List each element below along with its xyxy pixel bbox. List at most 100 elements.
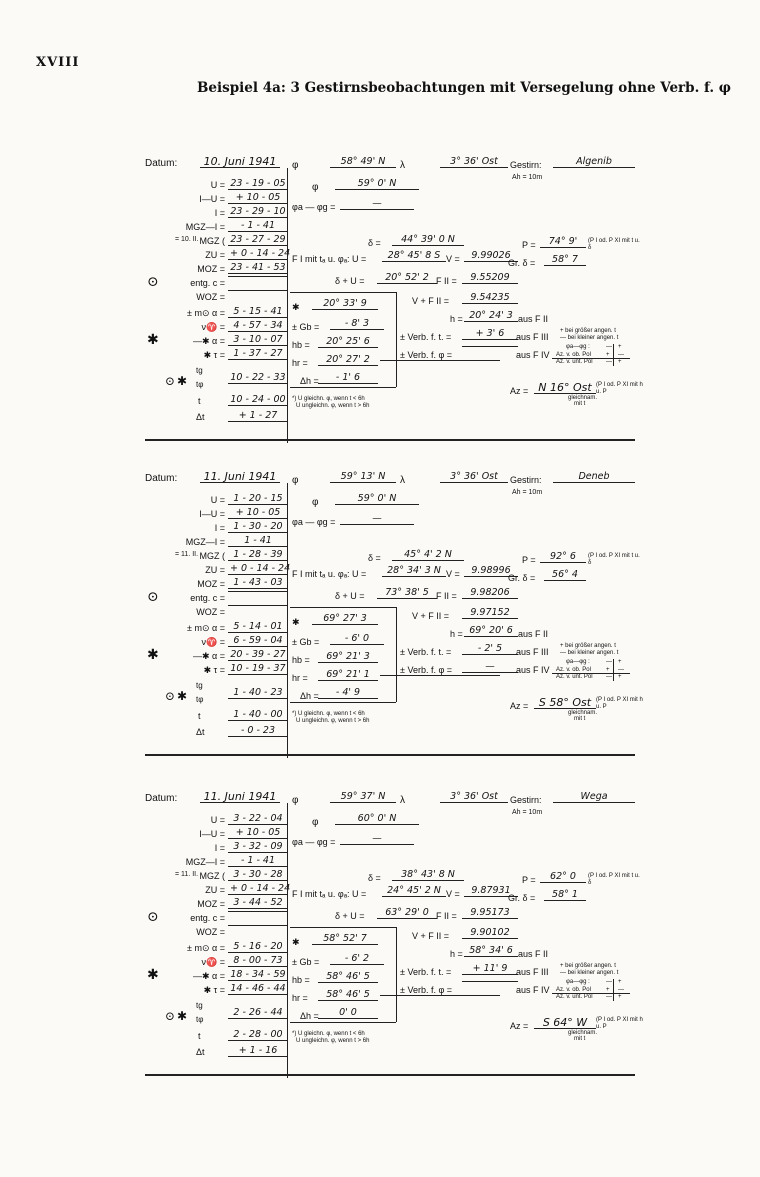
arrow-line — [380, 995, 500, 996]
dh-label: Δh = — [300, 1011, 319, 1021]
verb-fphi-label: ± Verb. f. φ = — [400, 985, 453, 995]
pmalpha-value: 5 - 16 - 20 — [228, 941, 288, 953]
datum-value: 10. Juni 1941 — [200, 156, 280, 168]
mit-t: mit t — [574, 1036, 586, 1042]
hb-label: hb = — [292, 655, 310, 665]
starbox-label: ✱ — [292, 302, 300, 312]
h-value: 20° 24' 3 — [464, 310, 518, 322]
ts-top: tg — [196, 681, 203, 690]
ah-label: Ah = 10m — [512, 809, 543, 816]
star-symbol: ✱ — [147, 332, 159, 348]
fii-label: F II = — [436, 276, 457, 286]
i-value: 3 - 32 - 09 — [228, 841, 288, 853]
gestirn-value: Wega — [553, 791, 635, 803]
woz-value — [228, 925, 288, 926]
sign-minus-b: — — [618, 987, 624, 993]
lambda-label: λ — [400, 795, 405, 806]
ah-label: Ah = 10m — [512, 489, 543, 496]
minusalpha-label: —✱ α = — [192, 971, 225, 981]
mgzi-value: 1 - 41 — [228, 535, 288, 547]
bei-kleiner: — bei kleiner angen. t — [560, 650, 619, 656]
gb-value: - 6' 0 — [330, 633, 384, 645]
phia-minus-phig: φa—φg : — [566, 344, 590, 350]
zu-label: ZU = — [205, 885, 225, 895]
gb-label: ± Gb = — [292, 637, 320, 647]
delta-plus-u-value: 20° 52' 2 — [377, 272, 437, 284]
grdelta-label: Gr. δ = — [508, 573, 536, 583]
sign-minus-c: — — [606, 994, 612, 1000]
lambda-label: λ — [400, 475, 405, 486]
fi-label: F I mit tₐ u. φₐ: U = — [292, 569, 367, 579]
mgz-label: MGZ ( — [199, 871, 226, 881]
aus-fiv-label: aus F IV — [516, 985, 550, 995]
v-label: V = — [446, 569, 460, 579]
zu-value: + 0 - 14 - 24 — [228, 883, 291, 895]
vgamma-label: ν♈ = — [201, 637, 225, 647]
sun-star-symbol-b: ✱ — [177, 1009, 188, 1023]
ta-label: t — [198, 396, 201, 406]
az-v-unt-pol: Az. v. unt. Pol — [556, 359, 593, 365]
ts-bottom: tφ — [196, 1015, 204, 1024]
sun-symbol: ⊙ — [147, 274, 159, 290]
starbox-value: 69° 27' 3 — [312, 613, 378, 625]
sun-star-symbol: ⊙ — [165, 374, 176, 388]
aus-fii-label: aus F II — [518, 629, 549, 639]
phia-value: 59° 0' N — [335, 493, 419, 505]
aus-fiii-label: aus F III — [516, 967, 549, 977]
v-plus-fii-value: 9.97152 — [462, 607, 518, 619]
hr-value: 20° 27' 2 — [318, 354, 378, 366]
gestirn-label: Gestirn: — [510, 475, 542, 485]
az-v-ob-pol: Az. v. ob. Pol — [556, 352, 591, 358]
bei-groesser: + bei größer angen. t — [560, 643, 616, 649]
dt-value: + 1 - 27 — [228, 410, 288, 422]
vgamma-value: 4 - 57 - 34 — [228, 320, 288, 332]
h-label: h = — [450, 949, 463, 959]
ah-label: Ah = 10m — [512, 174, 543, 181]
sign-plus-b: + — [606, 987, 610, 993]
grdelta-value: 58° 7 — [544, 254, 586, 266]
mgz-annotation: = 11. II. — [175, 871, 199, 878]
lambda-value: 3° 36' Ost — [440, 471, 508, 483]
box-top — [290, 927, 396, 928]
phia-label: φ — [312, 817, 319, 828]
verb-ft-label: ± Verb. f. t. = — [400, 647, 452, 657]
box-top — [290, 607, 396, 608]
v-plus-fii-label: V + F II = — [412, 611, 450, 621]
arrow-line — [380, 360, 500, 361]
hr-label: hr = — [292, 993, 308, 1003]
gb-label: ± Gb = — [292, 322, 320, 332]
sign-plus-b: + — [606, 667, 610, 673]
gestirn-label: Gestirn: — [510, 160, 542, 170]
verb-ft-value: + 3' 6 — [462, 328, 518, 340]
grdelta-label: Gr. δ = — [508, 258, 536, 268]
pfi-text: (P I od. P XI mit t u. δ — [588, 238, 640, 251]
page-number: XVIII — [36, 55, 80, 70]
delta-plus-u-value: 63° 29' 0 — [377, 907, 437, 919]
iu-label: I—U = — [199, 194, 225, 204]
mgz-value: 23 - 27 - 29 — [228, 234, 288, 246]
phidiff-label: φa — φg = — [292, 517, 336, 527]
sign-minus-c: — — [606, 359, 612, 365]
woz-value — [228, 605, 288, 606]
box-right — [396, 927, 397, 1022]
sun-symbol: ⊙ — [147, 589, 159, 605]
startau-value: 10 - 19 - 37 — [228, 663, 288, 675]
aus-fiii-label: aus F III — [516, 647, 549, 657]
verb-fphi-label: ± Verb. f. φ = — [400, 665, 453, 675]
delta-label: δ = — [368, 553, 381, 563]
az-label: Az = — [510, 386, 529, 396]
minusalpha-value: 18 - 34 - 59 — [228, 969, 288, 981]
phia-value: 60° 0' N — [335, 813, 419, 825]
left-divider — [287, 803, 289, 1078]
page-title: Beispiel 4a: 3 Gestirnsbeobachtungen mit… — [197, 80, 731, 96]
aus-fiv-label: aus F IV — [516, 350, 550, 360]
az-right: (P I od. P XI mit h u. P — [596, 382, 643, 395]
moz-value: 23 - 41 - 53 — [228, 262, 288, 274]
footnote-2: U ungleichn. φ, wenn t > 6h — [296, 403, 370, 409]
sign-plus-c: + — [618, 674, 622, 680]
verb-ft-value: + 11' 9 — [462, 963, 518, 975]
footnote-2: U ungleichn. φ, wenn t > 6h — [296, 718, 370, 724]
az-right: (P I od. P XI mit h u. P — [596, 697, 643, 710]
